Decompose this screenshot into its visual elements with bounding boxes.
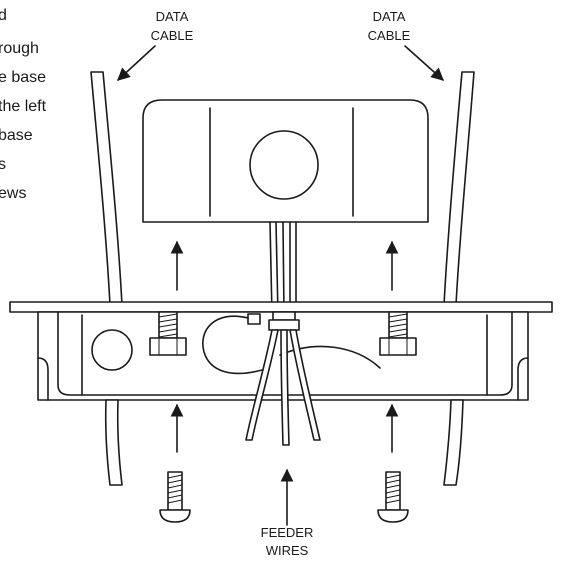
label-data-cable-left-line-1: DATA xyxy=(156,9,189,24)
stud-right xyxy=(379,311,417,356)
ground-wire-tail xyxy=(279,345,381,369)
label-data-cable-right-line-1: DATA xyxy=(373,9,406,24)
data-cable-right-upper xyxy=(443,71,475,306)
data-cable-left-upper xyxy=(90,71,123,306)
cover-knockout-circle xyxy=(249,130,319,200)
base-knockout-circle xyxy=(91,329,133,371)
base-box-left-flange xyxy=(37,357,49,401)
label-data-cable-left-line-2: CABLE xyxy=(151,28,194,43)
base-box-right-flange xyxy=(517,357,529,401)
label-data-cable-left: DATA CABLE xyxy=(151,9,194,43)
screw-right xyxy=(377,471,409,523)
ground-wire-loop xyxy=(202,315,263,375)
note-line-7: ews xyxy=(0,185,26,202)
stud-left xyxy=(149,311,187,356)
note-line-5: base xyxy=(0,127,33,144)
screw-left xyxy=(159,471,191,523)
label-feeder-wires-line-2: WIRES xyxy=(266,543,309,558)
data-cable-right-lower xyxy=(443,399,464,486)
label-data-cable-right-line-2: CABLE xyxy=(368,28,411,43)
label-feeder-wires-line-1: FEEDER xyxy=(261,525,314,540)
note-line-4: the left xyxy=(0,98,47,115)
wire-bundle-upper xyxy=(269,221,297,316)
center-fitting xyxy=(247,311,300,331)
note-line-6: s xyxy=(0,156,6,173)
note-line-2: rough xyxy=(0,40,39,57)
instruction-note: d rough e base the left base s ews xyxy=(0,7,47,202)
label-data-cable-right: DATA CABLE xyxy=(368,9,411,43)
label-feeder-wires: FEEDER WIRES xyxy=(261,525,314,558)
data-cable-left-lower xyxy=(104,399,123,486)
feeder-wires xyxy=(245,329,321,446)
note-line-1: d xyxy=(0,7,7,24)
note-line-3: e base xyxy=(0,69,46,86)
mounting-plate xyxy=(9,301,553,313)
leader-arrow-left xyxy=(117,45,156,81)
leader-arrow-right xyxy=(404,45,444,81)
